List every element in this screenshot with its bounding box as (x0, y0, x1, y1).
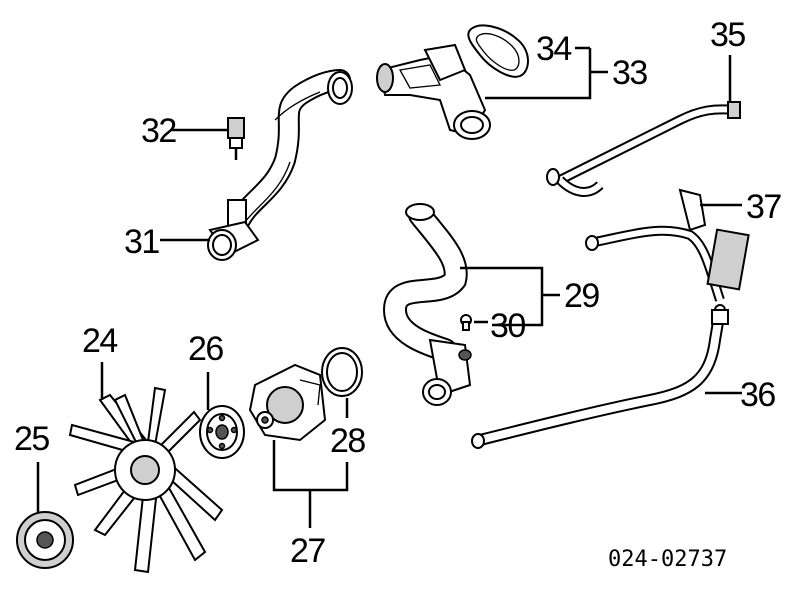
callout-labels: 32 31 34 33 35 37 29 30 36 24 26 25 28 2… (14, 16, 783, 572)
label-29: 29 (564, 277, 599, 315)
label-28: 28 (330, 422, 365, 460)
label-36: 36 (740, 376, 775, 414)
expansion-tank-hose (585, 188, 750, 302)
temperature-sensor (227, 117, 245, 160)
label-37: 37 (746, 188, 781, 226)
water-pump (248, 363, 327, 442)
label-30: 30 (490, 307, 525, 345)
label-33: 33 (612, 54, 647, 92)
fan-clutch (16, 511, 74, 569)
label-35: 35 (710, 16, 745, 54)
thermostat-housing (376, 43, 491, 140)
upper-radiator-hose (207, 69, 353, 261)
pulley (199, 405, 245, 459)
fan (68, 386, 224, 574)
diagram-code: 024-02737 (608, 547, 727, 572)
label-32: 32 (141, 112, 176, 150)
bleed-pipe (546, 101, 741, 197)
screw (460, 314, 472, 331)
label-27: 27 (290, 532, 325, 570)
o-ring-gasket (321, 347, 363, 397)
label-31: 31 (124, 223, 159, 261)
thermostat-gasket (467, 24, 529, 78)
lower-radiator-hose (382, 203, 472, 406)
label-25: 25 (14, 420, 49, 458)
leader-lines (36, 46, 742, 528)
label-26: 26 (188, 330, 223, 368)
label-24: 24 (82, 322, 117, 360)
long-coolant-pipe (471, 304, 729, 449)
label-34: 34 (536, 30, 571, 68)
